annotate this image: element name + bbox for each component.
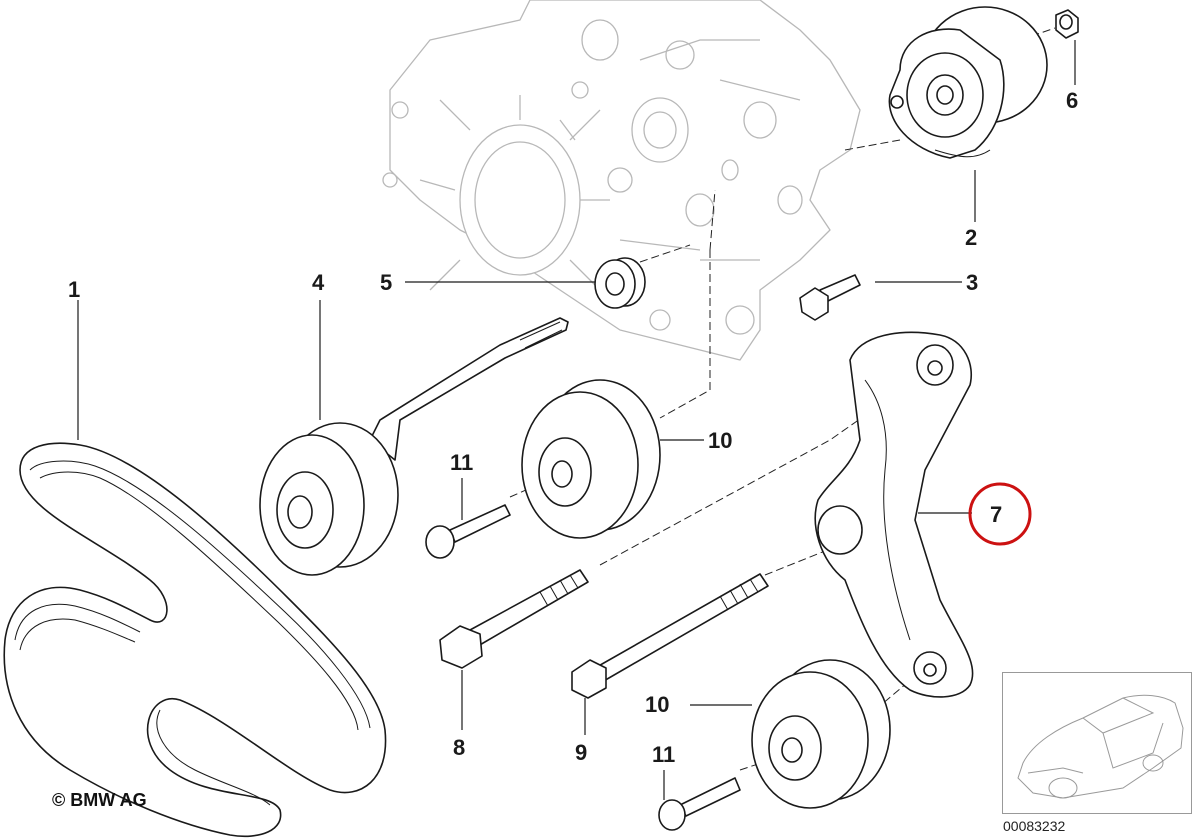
callout-2: 2 [965,225,977,250]
leader-lines [77,40,1076,800]
engine-block [382,0,861,361]
deflection-pulley-upper [521,379,661,539]
nut [1055,9,1079,39]
callout-10-lower: 10 [645,692,669,717]
callout-10-upper: 10 [708,428,732,453]
callout-8: 8 [453,735,465,760]
tensioner-assembly [888,6,1048,159]
highlight-circle [968,482,1032,546]
short-bolt [799,274,861,321]
callout-5: 5 [380,270,392,295]
callout-4: 4 [312,270,325,295]
copyright-notice: © BMW AG [52,790,147,810]
long-bolt-right [571,573,769,699]
callout-11-upper: 11 [450,450,473,475]
car-icon [1017,694,1184,799]
callouts: 1 2 3 4 5 6 7 8 9 10 10 11 11 [68,88,1078,767]
socket-bolt-upper [425,504,511,559]
long-bolt-left [439,569,589,669]
callout-6: 6 [1066,88,1078,113]
bracket [814,331,974,698]
callout-9: 9 [575,740,587,765]
callout-1: 1 [68,277,80,302]
callout-11-lower: 11 [652,742,675,767]
callout-3: 3 [966,270,978,295]
spacer-sleeve [594,257,646,309]
socket-bolt-lower [658,777,741,831]
callout-7: 7 [990,502,1002,527]
ribbed-v-belt [3,442,387,837]
diagram-number: 00083232 [1003,818,1066,834]
vehicle-thumbnail [1002,672,1192,814]
tension-roller-with-arm [259,317,569,576]
deflection-pulley-lower [751,659,891,809]
